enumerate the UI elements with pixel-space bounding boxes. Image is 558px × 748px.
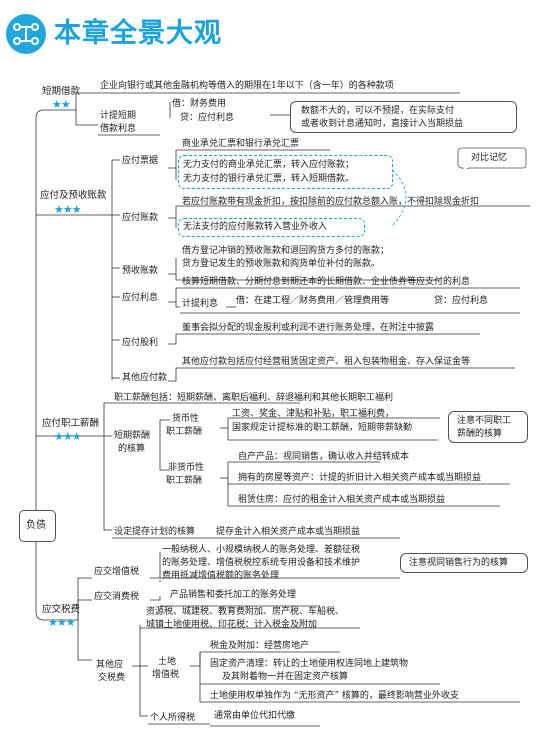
monetary-pay-item-2: 国家规定计提标准的职工薪酬，短期带薪缺勤 (232, 423, 413, 433)
short-loan-debit: 借：财务费用 (172, 99, 227, 109)
short-loan-note-line-2: 或者收到计息通知时，直接计入当期损益 (301, 119, 464, 129)
short-loan-note-box: 数额不大的，可以不预提，在实际支付 或者收到计息通知时，直接计入当期损益 (290, 101, 517, 133)
monetary-pay-label-1: 货币性 (172, 414, 200, 424)
accrue-interest-label: 计提利息 (182, 299, 219, 309)
accounts-payable-item-1: 若应付账款带有现金折扣，按扣除前的应付款总额入账，不得扣除现金折扣 (182, 197, 480, 207)
nonmonetary-pay-item-1: 自产产品：视同销售，确认收入并结转成本 (238, 452, 410, 462)
tax-payable-label: 应交税费 (42, 604, 81, 615)
vat-note: 注意视同销售行为的核算 (409, 558, 509, 568)
importance-stars: ★★★ (54, 430, 82, 443)
short-loan-interest-label-2: 借款利息 (100, 124, 137, 134)
payroll-note-line-1: 注意不同职工 (457, 416, 512, 426)
vat-item-3: 费用抵减增值税额的账务处理 (162, 571, 280, 581)
short-loan-interest-label-1: 计提短期 (100, 111, 137, 121)
other-tax-item-2: 城镇土地使用税、印花税：计入税金及附加 (146, 620, 318, 630)
monetary-pay-label-2: 职工薪酬 (166, 427, 203, 437)
vat-item-1: 一般纳税人、小规模纳税人的账务处理、差额征税 (162, 545, 361, 555)
page-title: 本章全景大观 (54, 18, 222, 49)
nonmonetary-pay-label-2: 职工薪酬 (166, 476, 203, 486)
notes-payable-item-2: 无力支付的商业承兑汇票，转入应付账款； (183, 160, 355, 170)
defined-contribution-item: 提存金计入相关资产成本或当期损益 (216, 527, 361, 537)
other-payables-item: 其他应付款包括应付经营租赁固定资产、租入包装物租金、存入保证金等 (182, 357, 471, 367)
other-tax-label-1: 其他应 (96, 660, 124, 670)
advance-receipts-item-1: 借方登记冲销的预收账款和退回购货方多付的账款； (182, 246, 390, 256)
personal-income-tax-item: 通常由单位代扣代缴 (214, 711, 296, 721)
notes-payable-dashed-box: 无力支付的商业承兑汇票，转入应付账款； 无力支付的银行承兑汇票，转入短期借款。 (178, 155, 393, 189)
importance-stars: ★★ (52, 98, 71, 111)
speech-bubble-icon (457, 147, 527, 169)
accounts-payable-label: 应付账款 (122, 213, 159, 223)
accounts-payable-item-2: 无法支付的应付账款转入营业外收入 (183, 222, 328, 232)
land-vat-label-2: 增值税 (152, 670, 180, 680)
short-term-pay-label-1: 短期薪酬 (114, 431, 151, 441)
vat-note-box: 注意视同销售行为的核算 (400, 553, 528, 573)
short-loan-note-line-1: 数额不大的，可以不预提，在实际支付 (301, 106, 455, 116)
nonmonetary-pay-label-1: 非货币性 (168, 463, 205, 473)
network-icon (6, 14, 46, 54)
land-vat-item-4: 土地使用权单独作为 “无形资产” 核算的，最终影响营业外收支 (210, 691, 459, 701)
vat-item-2: 的账务处理、增值税税控系统专用设备和技术维护 (162, 558, 361, 568)
notes-payable-item-3: 无力支付的银行承兑汇票，转入短期借款。 (183, 174, 355, 184)
short-loan-credit: 贷：应付利息 (180, 113, 235, 123)
payroll-note-box: 注意不同职工 薪酬的核算 (448, 411, 528, 443)
accounts-payable-dashed-box: 无法支付的应付账款转入营业外收入 (178, 218, 365, 237)
dividends-payable-item: 董事会拟分配的现金股利或利润不进行账务处理，在附注中披露 (182, 323, 435, 333)
land-vat-item-1: 税金及附加：经营房地产 (210, 641, 310, 651)
importance-stars: ★★★ (54, 203, 82, 216)
payroll-label: 应付职工薪酬 (42, 418, 100, 429)
nonmonetary-pay-item-3: 租赁住房：应付的租金计入相关资产成本或当期损益 (238, 495, 446, 505)
notes-payable-label: 应付票据 (122, 156, 159, 166)
interest-payable-item-1: 核算短期借款、分期付息到期还本的长期借款、企业债券等应支付的利息 (182, 277, 471, 287)
other-tax-label-2: 交税费 (98, 673, 126, 683)
chapter-header: 本章全景大观 (6, 12, 306, 56)
land-vat-item-2: 固定资产清理：转让的土地使用权连同地上建筑物 (210, 659, 409, 669)
defined-contribution-label: 设定提存计划的核算 (114, 527, 196, 537)
compare-memo-label: 对比记忆 (471, 153, 508, 163)
payroll-includes: 职工薪酬包括：短期薪酬、离职后福利、辞退福利和其他长期职工福利 (114, 393, 394, 403)
consumption-tax-item: 产品销售和委托加工的账务处理 (170, 590, 297, 600)
consumption-tax-label: 应交消费税 (94, 592, 140, 602)
short-loan-label: 短期借款 (42, 86, 81, 97)
personal-income-tax-label: 个人所得税 (150, 713, 196, 723)
vat-label: 应交增值税 (94, 567, 140, 577)
root-node: 负债 (19, 510, 56, 542)
interest-payable-label: 应付利息 (122, 293, 159, 303)
dividends-payable-label: 应付股利 (122, 338, 159, 348)
short-term-pay-label-2: 的核算 (118, 444, 146, 454)
advance-receipts-item-2: 贷方登记发生的预收账款和购货单位补付的账款。 (182, 259, 381, 269)
interest-payable-debit: 借：在建工程／财务费用／管理费用等 (236, 296, 390, 306)
monetary-pay-item-1: 工资、奖金、津贴和补贴，职工福利费， (232, 409, 395, 419)
other-tax-item-1: 资源税、城建税、教育费附加、房产税、车船税、 (146, 607, 345, 617)
land-vat-label-1: 土地 (158, 657, 177, 667)
payroll-note-line-2: 薪酬的核算 (457, 429, 503, 439)
nonmonetary-pay-item-2: 拥有的房屋等资产：计提的折旧计入相关资产成本或当期损益 (238, 473, 482, 483)
importance-stars: ★★★ (48, 616, 76, 629)
other-payables-label: 其他应付款 (122, 373, 168, 383)
payables-label: 应付及预收账款 (40, 190, 107, 201)
root-label: 负债 (26, 520, 46, 531)
interest-payable-credit: 贷：应付利息 (434, 296, 489, 306)
compare-arc (391, 169, 407, 227)
advance-receipts-label: 预收账款 (122, 266, 159, 276)
land-vat-item-3: 及其附着物一并在固定资产核算 (222, 672, 349, 682)
notes-payable-item-1: 商业承兑汇票和银行承兑汇票 (182, 139, 300, 149)
short-loan-definition: 企业向银行或其他金融机构等借入的期限在1年以下（含一年）的各种款项 (100, 81, 394, 91)
compare-memo-callout: 对比记忆 (455, 147, 527, 169)
